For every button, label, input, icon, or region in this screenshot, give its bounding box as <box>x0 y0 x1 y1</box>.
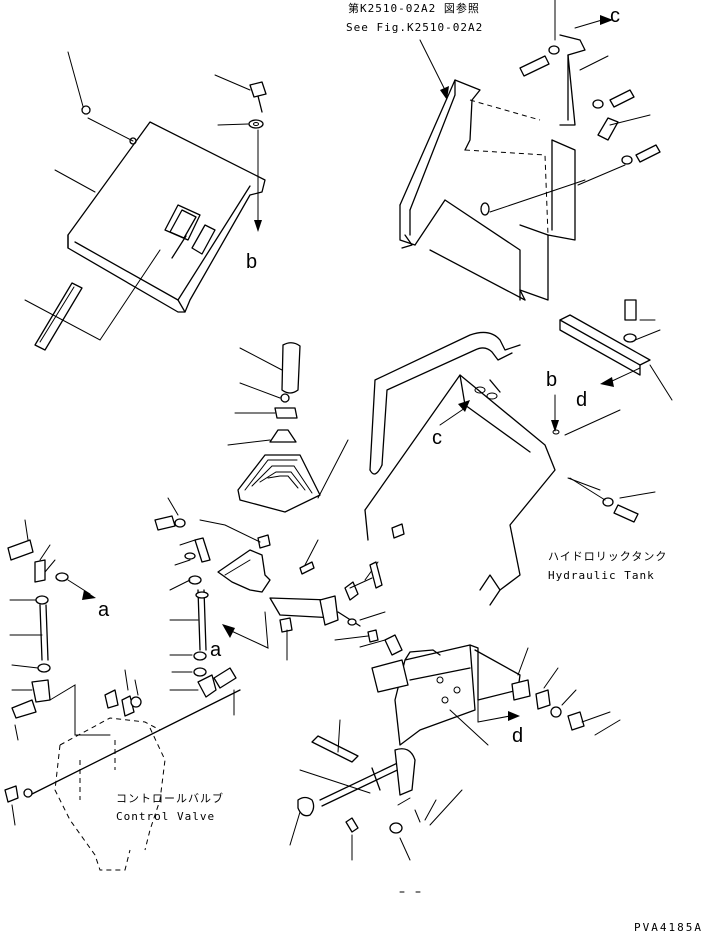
callout-d-top: d <box>576 389 588 411</box>
drawing-code: PVA4185A <box>634 921 703 934</box>
lever-bolts <box>154 497 237 716</box>
control-valve-label-en: Control Valve <box>116 810 216 823</box>
handrail <box>369 331 521 475</box>
callout-b-right: b <box>546 369 558 391</box>
tank-bolt <box>569 477 656 523</box>
callout-b-top: b <box>246 251 258 273</box>
lever-knob <box>239 342 301 394</box>
knob-nuts <box>227 382 298 446</box>
lever-linkage <box>199 519 386 661</box>
cover-plate <box>67 121 266 313</box>
callout-d-bottom: d <box>512 725 524 747</box>
callout-c-mid: c <box>432 427 442 449</box>
tank-pointers <box>439 394 621 491</box>
frame-reference-leader <box>419 39 449 100</box>
small-pins <box>345 789 463 861</box>
callout-a-left: a <box>98 599 110 621</box>
grip-pad <box>24 249 161 351</box>
control-valve <box>29 669 241 871</box>
cover-plate-leaders <box>54 51 134 193</box>
control-valve-label-jp: コントロールバルブ <box>116 792 224 805</box>
lever-boot <box>237 439 349 513</box>
right-bracket-hardware <box>489 0 661 213</box>
lower-bracket <box>334 629 521 746</box>
reference-note-jp: 第K2510-02A2 図参照 <box>348 2 480 15</box>
left-link-rod <box>7 519 111 741</box>
hydraulic-tank-label-en: Hydraulic Tank <box>548 569 655 582</box>
callout-a-mid: a <box>210 639 222 661</box>
hydraulic-tank-label-jp: ハイドロリックタンク <box>548 550 668 563</box>
pedal-rod <box>289 719 416 846</box>
tank-cover <box>364 374 560 606</box>
frame-bracket <box>399 79 576 301</box>
valve-end-nuts <box>4 785 33 826</box>
cover-bolt <box>214 74 267 232</box>
callout-c-top: c <box>610 5 620 27</box>
reference-note-en: See Fig.K2510-02A2 <box>346 21 484 34</box>
right-bushings <box>511 647 621 736</box>
stay-bracket <box>559 299 673 401</box>
